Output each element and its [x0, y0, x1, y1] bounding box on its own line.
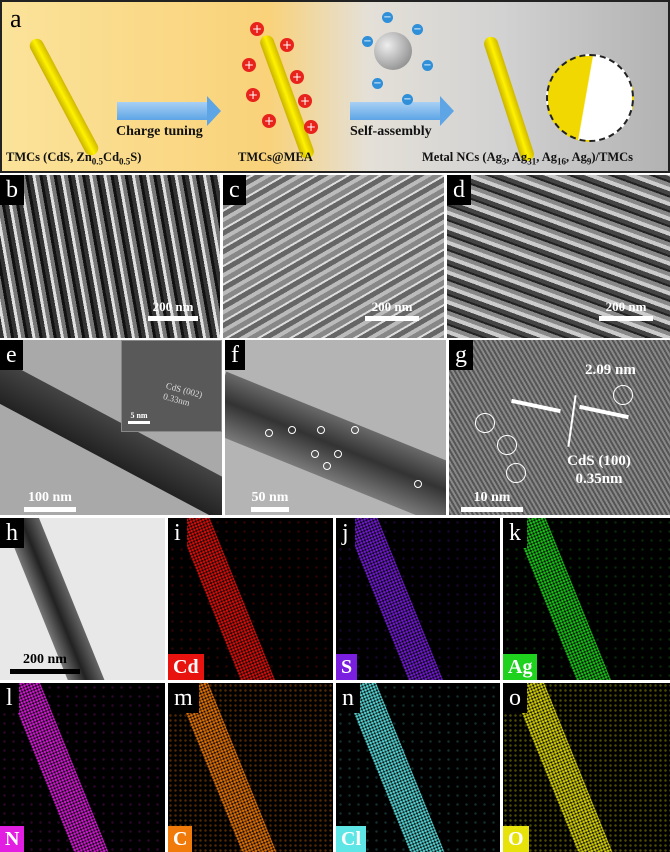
panel-label: g	[449, 340, 473, 370]
lattice-spacing: 0.35nm	[575, 471, 623, 487]
step-charge-tuning: Charge tuning	[116, 124, 203, 139]
panel-h-stem: h 200 nm	[0, 518, 165, 680]
panel-label: f	[225, 340, 245, 370]
inset-scale-bar: 5 nm	[128, 411, 150, 424]
scale-label: 200 nm	[605, 299, 647, 314]
scale-label: 50 nm	[251, 490, 289, 505]
nanocluster-marker	[334, 450, 342, 458]
positive-charge-icon: +	[290, 70, 304, 84]
positive-charge-icon: +	[298, 94, 312, 108]
caption-tmcs: TMCs (CdS, Zn0.5Cd0.5S)	[6, 150, 142, 167]
element-label: S	[336, 654, 358, 680]
panel-label: e	[0, 340, 23, 370]
inset-annotation: CdS (002)0.33nm	[162, 381, 203, 412]
positive-charge-icon: +	[250, 22, 264, 36]
self-assembly-arrow	[350, 96, 454, 126]
negative-charge-icon: −	[422, 60, 433, 71]
panel-b-sem: b 200 nm	[0, 175, 220, 338]
positive-charge-icon: +	[280, 38, 294, 52]
lattice-plane: CdS (100)	[567, 453, 631, 469]
panel-label: i	[168, 518, 187, 548]
caption-metal-ncs: Metal NCs (Ag3, Ag31, Ag16, Ag9)/TMCs	[422, 150, 634, 167]
metal-cluster-icon	[374, 32, 412, 70]
element-label: Cl	[336, 826, 366, 852]
panel-a-schematic: a Charge tuning + + + + + + + + Self-ass…	[0, 0, 670, 173]
panel-d-sem: d 200 nm	[447, 175, 670, 338]
positive-charge-icon: +	[246, 88, 260, 102]
arrow-left-icon	[511, 398, 561, 414]
positive-charge-icon: +	[242, 58, 256, 72]
hrtem-inset: CdS (002)0.33nm 5 nm	[121, 340, 222, 432]
scale-label: 200 nm	[371, 299, 413, 314]
negative-charge-icon: −	[402, 94, 413, 105]
nanocluster-marker	[323, 462, 331, 470]
panel-label: l	[0, 683, 19, 713]
panel-label: k	[503, 518, 527, 548]
nanocluster-marker	[351, 426, 359, 434]
nanocluster-marker	[613, 385, 633, 405]
negative-charge-icon: −	[412, 24, 423, 35]
arrow-right-icon	[579, 404, 629, 420]
assembled-nanorod	[482, 35, 536, 163]
positive-charge-icon: +	[304, 120, 318, 134]
panel-c-sem: c 200 nm	[223, 175, 444, 338]
nanocluster-marker	[317, 426, 325, 434]
negative-charge-icon: −	[372, 78, 383, 89]
nanocluster-marker	[288, 426, 296, 434]
element-label: O	[503, 826, 529, 852]
bare-nanorod	[27, 36, 101, 158]
lattice-line	[567, 395, 577, 447]
nanocluster-marker	[311, 450, 319, 458]
caption-tmcs-mea: TMCs@MEA	[238, 150, 313, 164]
element-label: N	[0, 826, 25, 852]
charge-tuning-arrow	[117, 96, 221, 126]
panel-label: h	[0, 518, 24, 548]
zoom-circle	[546, 54, 634, 142]
nanocluster-marker	[265, 429, 273, 437]
lattice-annotation: CdS (100) 0.35nm	[559, 452, 639, 488]
element-label: Cd	[168, 654, 204, 680]
scale-label: 200 nm	[23, 652, 67, 667]
panel-label: a	[10, 4, 22, 33]
scale-label: 5 nm	[130, 411, 148, 420]
positive-charge-icon: +	[262, 114, 276, 128]
nanocluster-marker	[506, 463, 526, 483]
panel-label: m	[168, 683, 199, 713]
scale-label: 10 nm	[473, 490, 511, 505]
panel-label: n	[336, 683, 360, 713]
scale-bar: 10 nm	[461, 490, 523, 512]
panel-label: b	[0, 175, 24, 205]
scale-bar: 200 nm	[10, 652, 80, 674]
panel-e-tem: CdS (002)0.33nm 5 nm e 100 nm	[0, 340, 222, 515]
scale-bar: 100 nm	[24, 490, 76, 512]
panel-label: o	[503, 683, 527, 713]
nanocluster-marker	[497, 435, 517, 455]
element-label: C	[168, 826, 193, 852]
scale-bar: 200 nm	[599, 299, 653, 321]
scale-bar: 200 nm	[365, 299, 419, 321]
nanocluster-marker	[475, 413, 495, 433]
step-self-assembly: Self-assembly	[350, 124, 432, 139]
scale-label: 200 nm	[152, 299, 194, 314]
negative-charge-icon: −	[382, 12, 393, 23]
negative-charge-icon: −	[362, 36, 373, 47]
scale-bar: 200 nm	[148, 299, 198, 321]
panel-label: d	[447, 175, 471, 205]
panel-label: j	[336, 518, 355, 548]
panel-label: c	[223, 175, 246, 205]
nanocluster-marker	[414, 480, 422, 488]
panel-g-hrtem: g 2.09 nm CdS (100) 0.35nm 10 nm	[449, 340, 670, 515]
cluster-size-label: 2.09 nm	[585, 362, 636, 378]
panel-f-tem: f 50 nm	[225, 340, 446, 515]
element-label: Ag	[503, 654, 538, 680]
scale-label: 100 nm	[28, 490, 72, 505]
scale-bar: 50 nm	[251, 490, 289, 512]
